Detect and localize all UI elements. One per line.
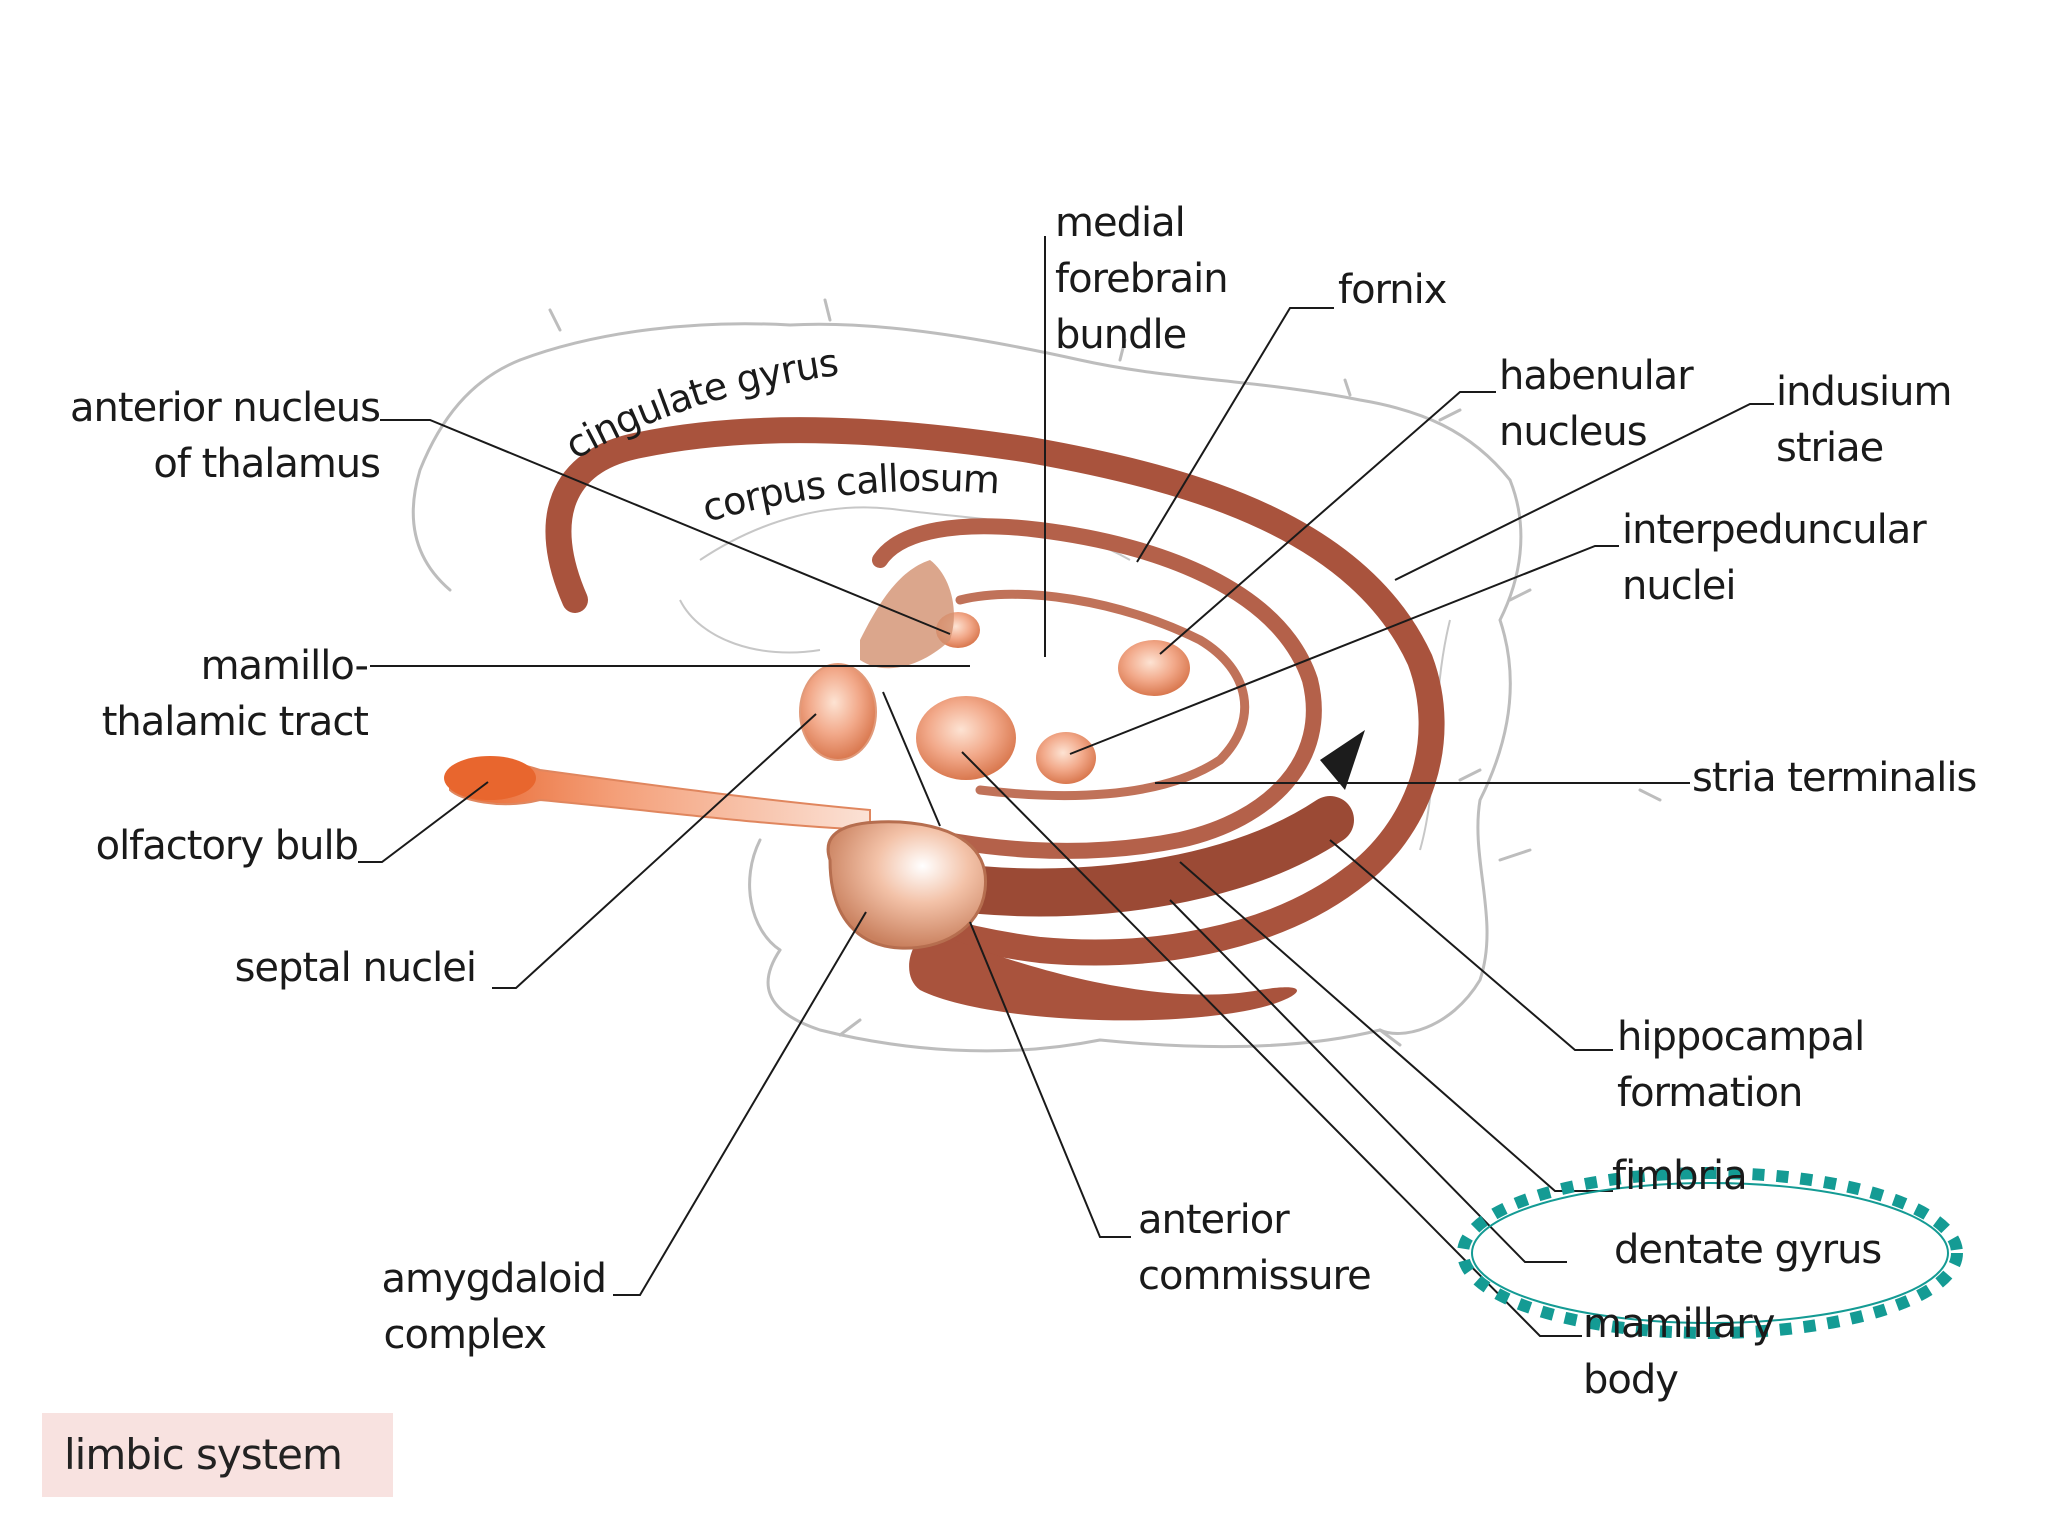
label-septal-nuclei-text: septal nuclei (234, 945, 477, 991)
dentate-gyrus-highlight (1457, 1167, 1963, 1339)
label-anterior-commissure-line-2: commissure (1138, 1253, 1372, 1299)
caption-text: limbic system (64, 1430, 343, 1479)
limbic-arc-outer (545, 417, 1445, 966)
label-septal-nuclei: septal nuclei (234, 940, 477, 996)
label-dentate-gyrus: dentate gyrus (1614, 1222, 1882, 1278)
label-habenular: habenular nucleus (1499, 348, 1694, 460)
label-fimbria: fimbria (1612, 1148, 1748, 1204)
label-habenular-line-2: nucleus (1499, 409, 1648, 455)
label-mamillary-line-1: mamillary (1583, 1301, 1775, 1347)
label-anterior-commissure: anterior commissure (1138, 1192, 1372, 1304)
label-corpus-callosum: corpus callosum (697, 456, 1000, 531)
forebrain-shape (860, 560, 954, 669)
limbic-arc-innermost (955, 589, 1250, 801)
label-fimbria-text: fimbria (1612, 1153, 1748, 1199)
label-hippocampal-line-1: hippocampal (1617, 1014, 1865, 1060)
label-indusium-line-1: indusium (1776, 369, 1952, 415)
label-amygdaloid-line-1: amygdaloid (381, 1256, 607, 1302)
label-hippocampal-line-2: formation (1617, 1070, 1803, 1116)
label-medial-forebrain-line-2: forebrain (1055, 256, 1229, 302)
limbic-arc-inner (872, 518, 1322, 859)
label-mamillothalamic-line-2: thalamic tract (101, 699, 369, 745)
label-interpeduncular-line-1: interpeduncular (1622, 507, 1927, 553)
hippocampal-band (956, 796, 1354, 917)
label-amygdaloid-line-2: complex (383, 1312, 547, 1358)
interpeduncular-shape (1036, 732, 1096, 784)
label-interpeduncular: interpeduncular nuclei (1622, 502, 1927, 614)
caption-box (42, 1413, 393, 1497)
label-dentate-gyrus-text: dentate gyrus (1614, 1227, 1882, 1273)
habenular-shape (1118, 640, 1190, 696)
stria-terminalis-mark (1320, 730, 1365, 790)
label-stria-terminalis: stria terminalis (1692, 750, 1977, 806)
label-anterior-nucleus: anterior nucleus of thalamus (70, 380, 381, 492)
label-medial-forebrain: medial forebrain bundle (1055, 195, 1229, 363)
label-anterior-nucleus-line-1: anterior nucleus (70, 385, 381, 431)
label-interpeduncular-line-2: nuclei (1622, 563, 1737, 609)
dentate-gyrus-highlight-inner (1471, 1182, 1949, 1324)
label-indusium-line-2: striae (1776, 425, 1884, 471)
label-medial-forebrain-line-3: bundle (1055, 312, 1187, 358)
label-fornix: fornix (1338, 262, 1447, 318)
label-mamillothalamic-line-1: mamillo- (200, 643, 369, 689)
label-medial-forebrain-line-1: medial (1055, 200, 1186, 246)
leader-lines (358, 236, 1774, 1337)
label-fornix-text: fornix (1338, 267, 1447, 313)
label-stria-terminalis-text: stria terminalis (1692, 755, 1977, 801)
label-olfactory-bulb-text: olfactory bulb (95, 823, 359, 869)
label-anterior-nucleus-line-2: of thalamus (153, 441, 381, 487)
label-mamillothalamic: mamillo- thalamic tract (101, 638, 369, 750)
brain-outline (411, 298, 1662, 1053)
amygdaloid-shape (826, 820, 988, 950)
olfactory-bulb-shape (444, 756, 536, 800)
label-mamillary: mamillary body (1583, 1296, 1775, 1408)
label-indusium: indusium striae (1776, 364, 1952, 476)
label-habenular-line-1: habenular (1499, 353, 1694, 399)
septal-nucleus-shape (799, 663, 877, 761)
label-mamillary-line-2: body (1583, 1357, 1679, 1403)
label-amygdaloid: amygdaloid complex (381, 1251, 607, 1363)
label-hippocampal: hippocampal formation (1617, 1009, 1865, 1121)
mamillary-shape (916, 696, 1016, 780)
label-anterior-commissure-line-1: anterior (1138, 1197, 1290, 1243)
hippocampal-lower-band (909, 930, 1298, 1021)
label-olfactory-bulb: olfactory bulb (95, 818, 359, 874)
